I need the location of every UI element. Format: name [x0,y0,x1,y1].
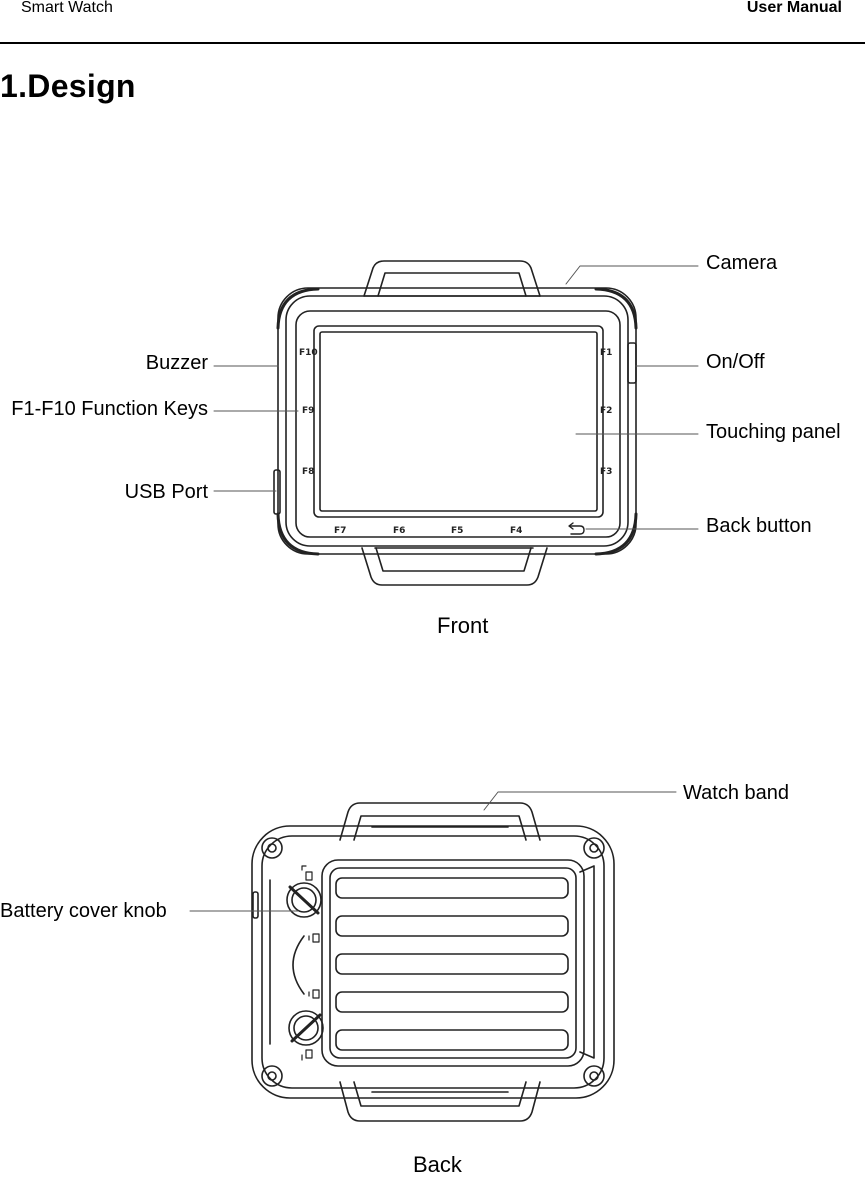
callout-back-button: Back button [706,515,812,537]
callout-usb-port: USB Port [124,481,208,503]
key-f2: F2 [600,406,612,416]
front-view-device: F10 F9 F8 F1 F2 F3 F7 F6 F5 F4 [213,260,699,586]
lock-icons [301,865,320,1061]
callout-buzzer: Buzzer [145,352,208,374]
back-arrow-icon [568,522,585,535]
callout-function-keys: F1-F10 Function Keys [11,398,208,420]
callout-battery-cover-knob: Battery cover knob [0,900,167,922]
callout-watch-band: Watch band [683,782,789,804]
key-f6: F6 [393,526,405,536]
callout-touching-panel: Touching panel [706,421,841,443]
callout-camera: Camera [706,252,778,274]
header-document-title: User Manual [746,0,842,16]
key-f3: F3 [600,467,612,477]
battery-cover [321,859,585,1067]
callout-on-off: On/Off [706,351,765,373]
key-f9: F9 [302,406,314,416]
usb-port-cover [273,469,281,515]
back-view-device [189,791,677,1122]
caption-back: Back [413,1152,462,1177]
key-f1: F1 [600,348,612,358]
section-title: 1.Design [0,68,136,104]
caption-front: Front [437,613,489,638]
touch-screen [313,325,604,518]
key-f4: F4 [510,526,522,536]
header-product-name: Smart Watch [21,0,113,16]
battery-knob-bottom [288,1010,324,1046]
back-body-outline [251,825,615,1099]
power-button [627,342,637,384]
key-f10: F10 [299,348,318,358]
header-divider [0,42,865,44]
battery-knob-top [286,882,322,918]
front-body-outline [277,287,637,555]
key-f8: F8 [302,467,314,477]
key-f7: F7 [334,526,346,536]
key-f5: F5 [451,526,463,536]
